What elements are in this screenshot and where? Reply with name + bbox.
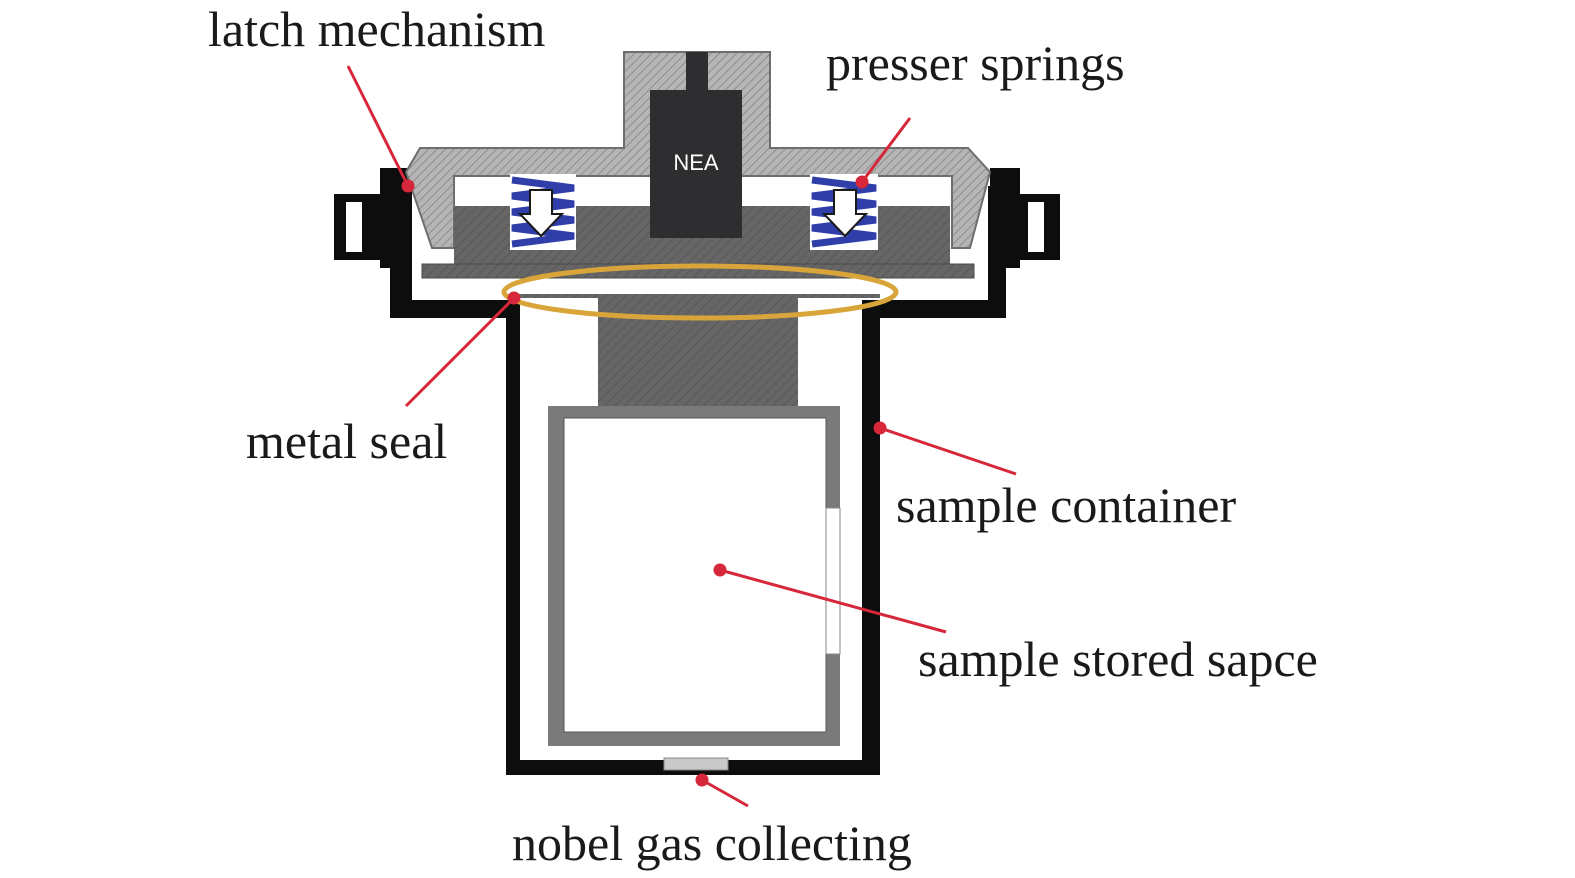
leader-latch bbox=[346, 65, 410, 187]
leader-metal-seal bbox=[404, 296, 516, 408]
leader-lines bbox=[346, 65, 1017, 808]
spring-right bbox=[810, 174, 878, 250]
spring-left bbox=[510, 174, 576, 250]
metal-seal-ring bbox=[501, 263, 899, 321]
leader-stored-space bbox=[719, 568, 947, 634]
gas-collecting-port bbox=[663, 757, 729, 771]
metal-seal-label: metal seal bbox=[246, 413, 448, 469]
sample-stored-space-label: sample stored sapce bbox=[918, 631, 1318, 687]
sample-stored-space bbox=[548, 406, 841, 746]
sample-container-label: sample container bbox=[896, 477, 1237, 533]
leader-sample-container bbox=[879, 426, 1017, 476]
presser-springs-label: presser springs bbox=[826, 35, 1125, 91]
noble-gas-collecting-label: nobel gas collecting bbox=[512, 815, 912, 871]
leader-nobel-gas bbox=[701, 778, 749, 808]
nea-block-label: NEA bbox=[673, 150, 719, 175]
nea-block: NEA bbox=[650, 52, 742, 238]
latch-mechanism-label: latch mechanism bbox=[208, 1, 546, 57]
latch-left bbox=[334, 168, 410, 268]
leader-presser bbox=[860, 117, 912, 183]
latch-right bbox=[990, 168, 1060, 268]
